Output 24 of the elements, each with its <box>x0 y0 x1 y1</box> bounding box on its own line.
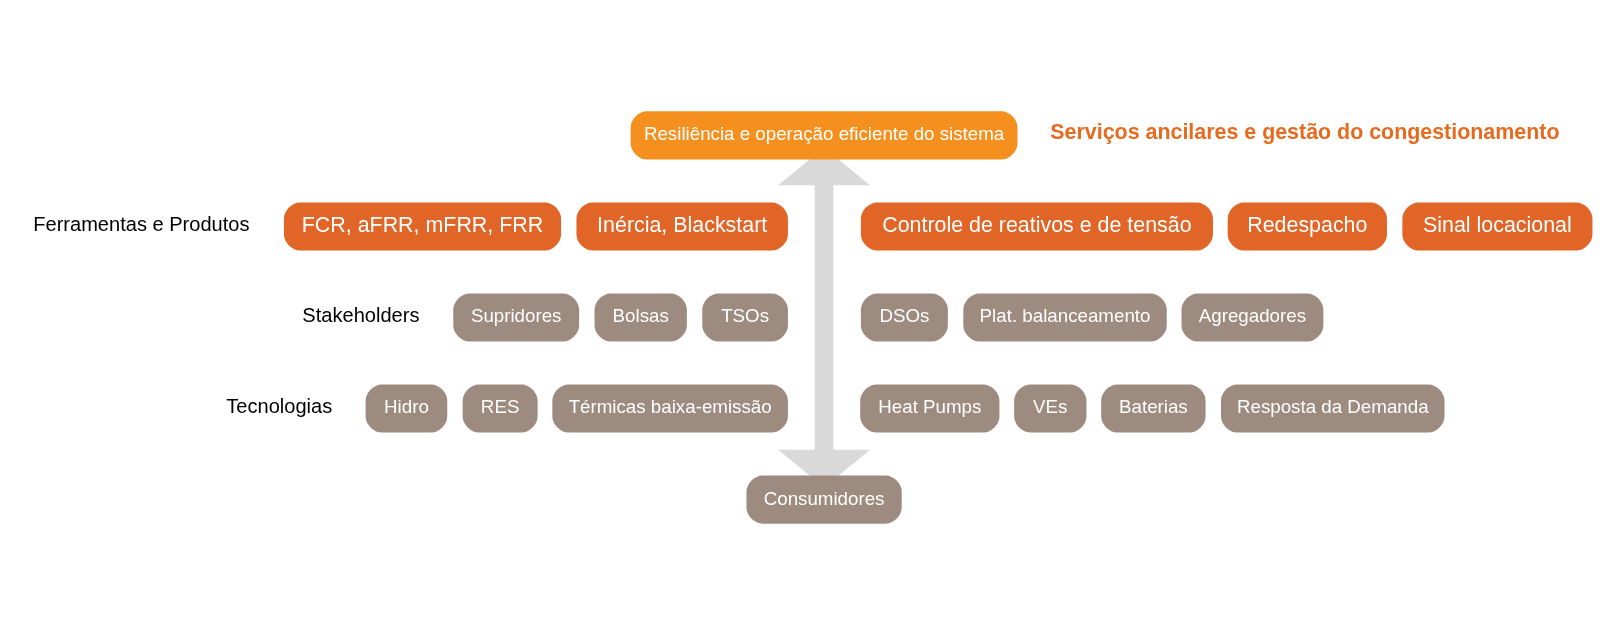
node-box: Bolsas <box>594 292 687 342</box>
node-box: Supridores <box>453 292 580 342</box>
node-box: Redespacho <box>1227 201 1387 251</box>
node-box: Baterias <box>1101 383 1206 433</box>
node-box: Resposta da Demanda <box>1221 383 1445 433</box>
node-box: Inércia, Blackstart <box>576 201 788 251</box>
node-box: Heat Pumps <box>860 383 1000 433</box>
node-box: Hidro <box>365 383 448 433</box>
node-box: TSOs <box>702 292 788 342</box>
label: Serviços ancilares e gestão do congestionamento <box>1050 119 1560 144</box>
node-box: Resiliência e operação eficiente do sistema <box>630 110 1018 160</box>
node-box: Agregadores <box>1181 292 1324 342</box>
node-box: RES <box>462 383 538 433</box>
node-box: Térmicas baixa-emissão <box>552 383 788 433</box>
node-box: Consumidores <box>746 474 902 524</box>
label: Tecnologias <box>226 394 333 417</box>
label: Ferramentas e Produtos <box>33 212 250 235</box>
node-box: DSOs <box>860 292 948 342</box>
node-box: Controle de reativos e de tensão <box>860 201 1213 251</box>
node-box: FCR, aFRR, mFRR, FRR <box>283 201 562 251</box>
label: Stakeholders <box>302 303 420 326</box>
node-box: VEs <box>1014 383 1087 433</box>
node-box: Plat. balanceamento <box>963 292 1167 342</box>
node-box: Sinal locacional <box>1402 201 1593 251</box>
